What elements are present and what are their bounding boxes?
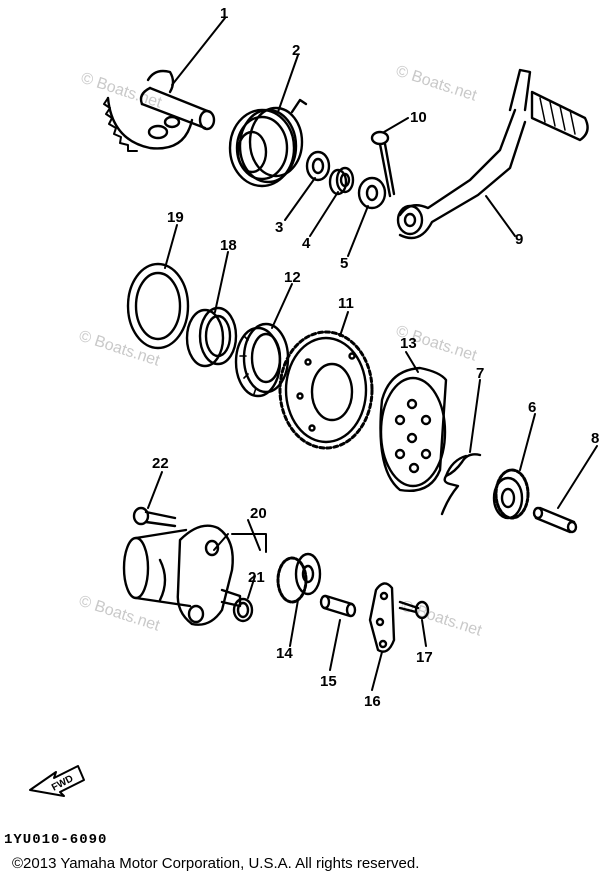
label-10: 10 — [410, 109, 427, 126]
part-22-bolt — [132, 506, 177, 528]
label-22: 22 — [152, 455, 169, 472]
part-4-bushing — [328, 166, 355, 196]
part-5-washer — [357, 176, 387, 210]
part-11-wheel-gear — [278, 330, 374, 450]
label-2: 2 — [292, 42, 300, 59]
fwd-arrow-icon — [29, 765, 85, 797]
label-7: 7 — [476, 365, 484, 382]
part-14-idle-gear — [276, 552, 322, 604]
copyright-notice: ©2013 Yamaha Motor Corporation, U.S.A. A… — [12, 855, 420, 872]
watermark: © Boats.net — [394, 63, 480, 105]
label-1: 1 — [220, 5, 228, 22]
watermark: © Boats.net — [77, 328, 163, 370]
label-21: 21 — [248, 569, 265, 586]
part-17-screw — [398, 600, 430, 620]
label-16: 16 — [364, 693, 381, 710]
part-9-kick-crank — [396, 68, 589, 240]
label-17: 17 — [416, 649, 433, 666]
part-3-washer — [305, 150, 331, 182]
label-6: 6 — [528, 399, 536, 416]
part-21-o-ring — [232, 597, 254, 623]
part-7-clip — [440, 453, 482, 516]
part-16-plate — [368, 582, 396, 653]
label-11: 11 — [338, 295, 354, 312]
label-9: 9 — [515, 231, 523, 248]
label-19: 19 — [167, 209, 184, 226]
callout-labels: 1 2 3 4 5 6 7 8 9 10 11 12 13 14 15 16 1… — [152, 5, 599, 710]
label-3: 3 — [275, 219, 283, 236]
leader-lines — [147, 17, 598, 691]
part-13-plate — [379, 366, 448, 492]
part-19-plate — [126, 262, 190, 350]
label-4: 4 — [302, 235, 311, 252]
label-14: 14 — [276, 645, 293, 662]
part-2-spring — [228, 98, 308, 188]
part-6-gear — [492, 468, 530, 520]
part-20-starter-motor — [122, 524, 242, 626]
label-8: 8 — [591, 430, 599, 447]
part-10-bolt — [370, 130, 396, 198]
label-5: 5 — [340, 255, 348, 272]
label-12: 12 — [284, 269, 301, 286]
part-8-shaft — [532, 506, 578, 534]
part-15-shaft — [319, 594, 357, 618]
part-18-ring — [185, 306, 238, 368]
label-15: 15 — [320, 673, 337, 690]
watermark: © Boats.net — [399, 598, 485, 640]
part-1-kick-axle — [103, 69, 216, 152]
label-13: 13 — [400, 335, 417, 352]
label-20: 20 — [250, 505, 267, 522]
label-18: 18 — [220, 237, 237, 254]
diagram-code: 1YU010-6090 — [4, 832, 108, 848]
